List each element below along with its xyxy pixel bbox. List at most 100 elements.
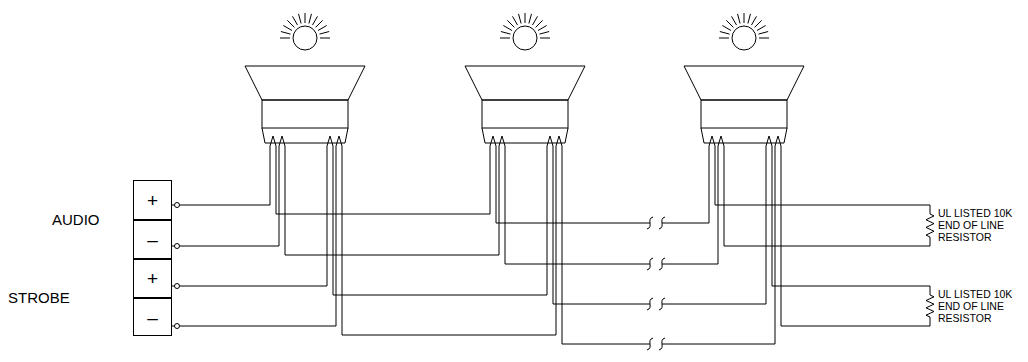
strobe-ray [519,14,522,24]
strobe-ray [529,14,532,24]
device-pin [490,136,496,223]
device-pin [327,136,333,295]
strobe-ray [513,16,518,25]
strobe-ray [752,16,757,25]
strobe-ray [503,26,512,31]
wiring-group [172,13,934,350]
terminal-cell: – [133,220,172,259]
resistor-note: UL LISTED 10K END OF LINE RESISTOR [938,207,1024,243]
speaker-strobe [245,13,365,143]
wire [781,326,930,327]
strobe-ray [755,20,762,27]
wire [180,205,271,206]
strobe-ray [320,38,330,39]
device-body [482,100,568,128]
device-pin [775,136,781,344]
strobe-ray [501,32,511,35]
speaker-strobe [465,13,585,143]
strobe-ray [726,20,733,27]
terminal-sign: + [147,269,158,288]
terminal-cell: + [133,259,172,298]
terminal-dot [175,244,180,249]
strobe-lamp [513,26,537,50]
wire [342,335,556,336]
strobe-ray [533,16,538,25]
strobe-ray [287,20,294,27]
device-body [701,100,787,128]
wire [562,344,650,345]
device-pin [279,136,285,255]
wire [662,344,775,345]
terminal-sign: – [147,308,158,327]
strobe-ray [318,26,327,31]
wire [285,255,499,256]
strobe-ray [280,38,290,39]
strobe-ray [719,38,729,39]
strobe-ray [299,14,302,24]
device-pin [766,136,772,304]
device-pin [718,136,724,264]
terminal-sign: – [147,230,158,249]
strobe-ray [720,32,730,35]
strobe-ray [758,32,768,35]
strobe-ray [309,14,312,24]
signal-name: STROBE [8,290,70,307]
strobe-ray [319,32,329,35]
strobe-ray [759,38,769,39]
strobe-ray [540,38,550,39]
speaker-horn [465,66,585,100]
device-pin [709,136,715,223]
strobe-ray [281,32,291,35]
strobe-ray [316,20,323,27]
wire [496,223,650,224]
strobe-ray [507,20,514,27]
terminal-sign: + [147,191,158,210]
device-pin [547,136,553,304]
wire [180,286,328,287]
wire [333,295,547,296]
break-mark [647,258,653,270]
device-pin [556,136,562,344]
wire [715,205,930,206]
strobe-lamp [293,26,317,50]
signal-name: AUDIO [52,212,100,229]
wire [553,304,650,305]
strobe-ray [305,13,306,23]
device-pin [499,136,505,264]
terminal-dot [175,203,180,208]
strobe-ray [283,26,292,31]
speaker-horn [245,66,365,100]
resistor-symbol [926,205,934,246]
terminal-dot [175,324,180,329]
strobe-ray [744,13,745,23]
wire [505,264,650,265]
strobe-lamp [732,26,756,50]
device-body [262,100,348,128]
wire [180,246,280,247]
strobe-ray [538,26,547,31]
strobe-ray [536,20,543,27]
break-mark [647,338,653,350]
speaker-horn [684,66,804,100]
strobe-ray [738,14,741,24]
terminal-dot [175,284,180,289]
wire [662,264,718,265]
resistor-symbol [926,286,934,326]
strobe-ray [313,16,318,25]
strobe-ray [722,26,731,31]
strobe-ray [757,26,766,31]
terminal-cell: – [133,298,172,336]
wire [772,286,930,287]
strobe-ray [525,13,526,23]
strobe-ray [748,14,751,24]
wire [180,326,337,327]
wire [662,304,766,305]
wire [276,214,490,215]
strobe-ray [732,16,737,25]
wire [662,223,709,224]
break-mark [647,298,653,310]
resistor-note: UL LISTED 10K END OF LINE RESISTOR [938,288,1024,324]
strobe-ray [539,32,549,35]
break-mark [647,217,653,229]
